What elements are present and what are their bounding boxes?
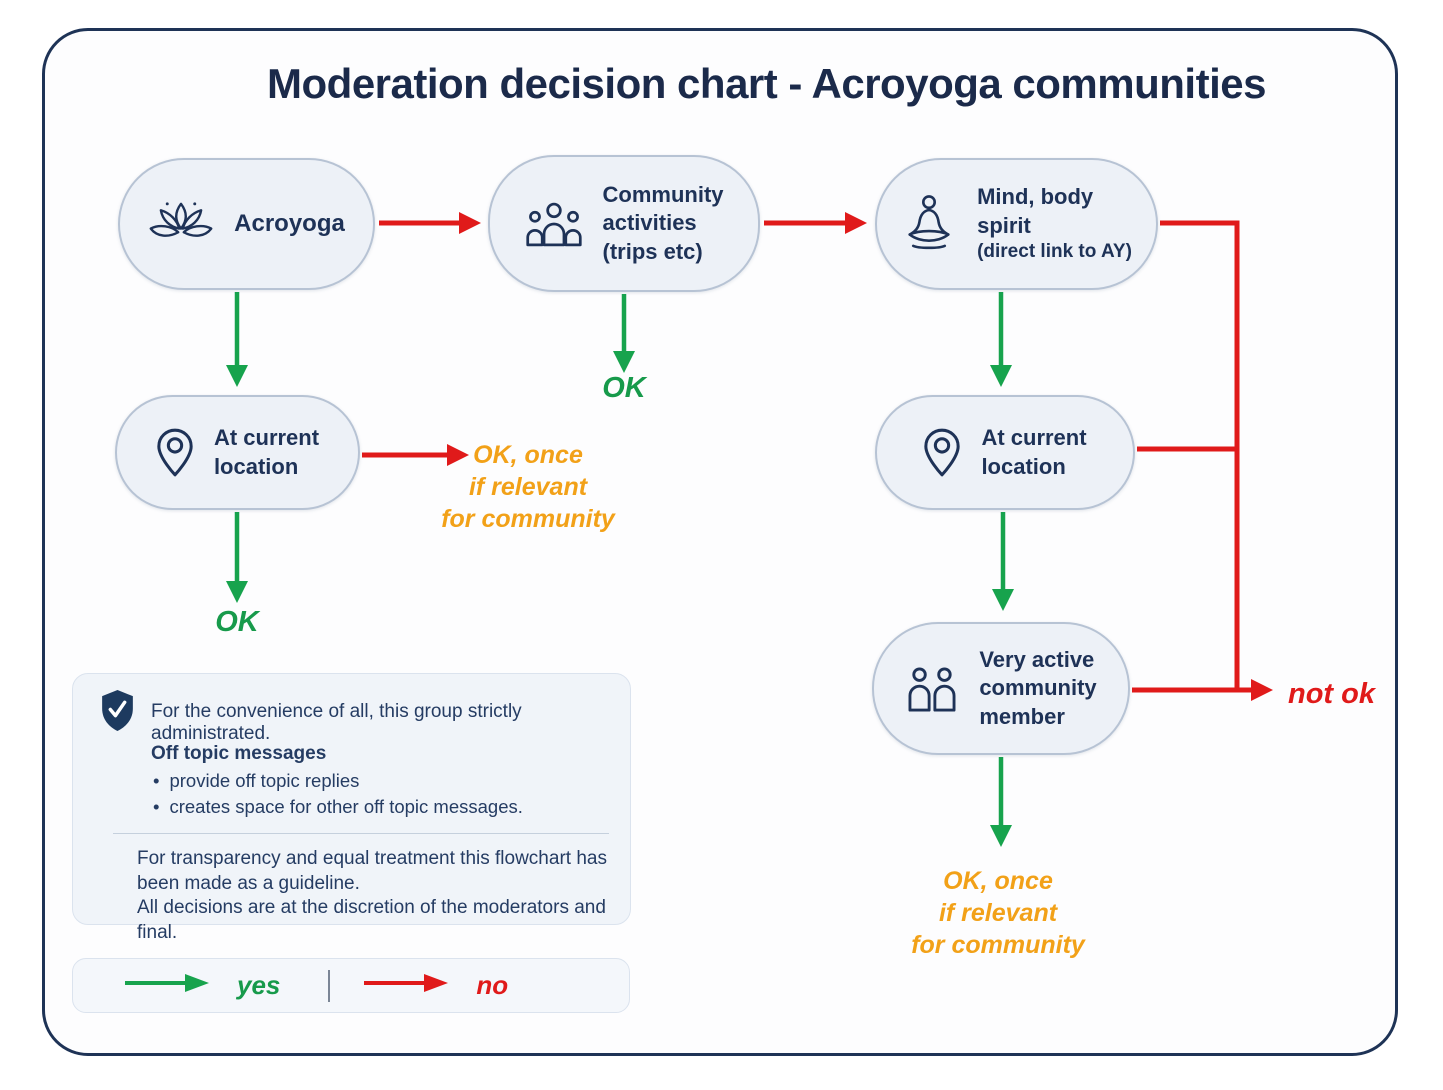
node-label: Mind, body — [977, 184, 1094, 210]
page-title: Moderation decision chart - Acroyoga com… — [267, 60, 1266, 107]
lotus-icon — [148, 198, 214, 250]
map-pin-icon — [923, 428, 961, 478]
node-label: spirit — [977, 212, 1031, 238]
node-label: Very active — [979, 646, 1095, 672]
node-label: Acroyoga — [234, 210, 345, 238]
node-mind-body-spirit: Mind, body spirit (direct link to AY) — [875, 158, 1158, 290]
info-heading: Off topic messages — [151, 743, 327, 764]
node-at-current-location-right: At current location — [875, 395, 1135, 510]
node-label: At current — [981, 424, 1087, 450]
node-very-active-member: Very active community member — [872, 622, 1130, 755]
outcome-line: OK, once — [473, 441, 583, 469]
node-label: community — [979, 675, 1097, 701]
info-footer: All decisions are at the discretion of t… — [137, 897, 606, 943]
outcome-ok-once: OK, once if relevant for community — [886, 866, 1110, 961]
outcome-line: if relevant — [938, 898, 1058, 927]
meditation-icon — [901, 193, 957, 255]
info-bullet: creates space for other off topic messag… — [153, 796, 522, 818]
info-footer: For transparency and equal treatment thi… — [137, 848, 607, 894]
node-label: Community — [602, 181, 724, 207]
node-at-current-location-left: At current location — [115, 395, 360, 510]
outcome-ok: OK — [602, 372, 646, 404]
info-bullet: provide off topic replies — [153, 770, 359, 792]
yes-arrow-icon — [123, 973, 211, 998]
node-label: member — [979, 703, 1065, 729]
node-label: (trips etc) — [602, 238, 703, 264]
outcome-line: if relevant — [468, 472, 588, 501]
legend-no-label: no — [476, 970, 509, 1000]
shield-check-icon — [99, 689, 136, 737]
outcome-line: for community — [441, 504, 615, 533]
node-community-activities: Community activities (trips etc) — [488, 155, 760, 292]
moderation-info-box: For the convenience of all, this group s… — [72, 673, 631, 943]
node-label: At current — [213, 424, 320, 450]
node-acroyoga: Acroyoga — [118, 158, 375, 290]
divider — [328, 969, 331, 1002]
node-label: location — [213, 453, 299, 479]
outcome-line: OK, once — [943, 867, 1053, 895]
outcome-not-ok: not ok — [1288, 678, 1375, 710]
outcome-ok: OK — [215, 606, 259, 638]
no-arrow-icon — [362, 973, 450, 998]
divider — [113, 833, 609, 834]
legend-yes-label: yes — [237, 970, 281, 1000]
outcome-ok-once: OK, once if relevant for community — [416, 440, 640, 535]
info-intro: For the convenience of all, this group s… — [151, 701, 522, 744]
node-label: activities — [602, 210, 697, 236]
outcome-line: for community — [911, 930, 1085, 959]
two-people-icon — [905, 666, 959, 712]
node-label: (direct link to AY) — [977, 241, 1132, 263]
map-pin-icon — [156, 428, 194, 478]
legend: yes no — [72, 958, 630, 1013]
people-group-icon — [525, 200, 583, 248]
node-label: location — [981, 453, 1066, 479]
